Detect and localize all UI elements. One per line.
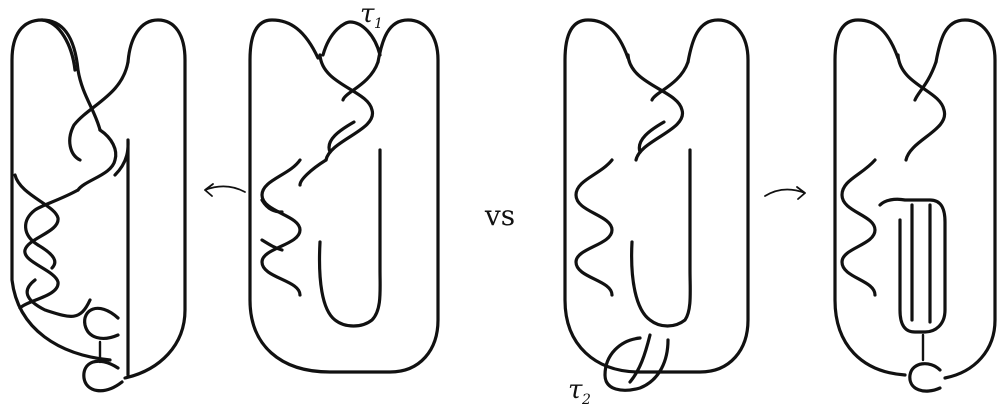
panel-2-outer-u [248,18,440,374]
panel-1-twist-lower-b [25,243,92,318]
tau2-symbol: τ [568,375,583,405]
panel-4-inserted-band [878,197,947,334]
panel-2-twist-lower [260,158,302,297]
panel-1-loop-upper [83,306,120,340]
panel-2 [248,18,440,374]
panel-4-twist-upper-a [896,53,947,162]
panel-4-twist-lower [840,158,877,297]
panel-3 [563,18,750,392]
panel-3-inner-u [630,148,692,328]
panel-1-inner-right [113,138,130,377]
panel-1-loop-lower [82,359,124,393]
panel-2-tau1-arc [321,20,382,57]
panel-1-top-left-lobe [40,18,77,72]
tau1-symbol: τ [360,0,375,29]
panel-1-twist-upper [68,60,130,162]
panel-2-twist-upper-a [318,53,374,162]
panel-4 [833,18,997,393]
panel-3-twist-upper-b [637,60,690,154]
panel-2-inner-u [317,148,382,328]
panel-2-twist-lower-cross [260,158,328,252]
panel-1-twist-upper-cross [76,128,118,192]
arrow-right [764,186,806,200]
panel-1-top-right-lobe [123,18,187,380]
panel-3-twist-upper-a [626,53,684,162]
panel-3-tau2-band-inner [628,333,652,384]
tau2-subscript: 2 [581,392,591,405]
tau1-subscript: 1 [374,16,383,32]
panel-1 [10,18,187,393]
panel-3-outer-u [563,18,750,374]
arrow-left [204,183,246,197]
panel-4-twist-upper-b [913,60,938,102]
panel-2-twist-upper-b [327,60,380,154]
panel-1-twist-lower-a [13,173,60,310]
panel-1-left-upper [24,188,80,247]
panel-1-outer-left-strand [10,18,112,362]
panel-4-outer-u [833,18,997,380]
panel-4-bottom-loop [908,362,942,393]
tau2-label: τ 2 [568,375,591,405]
panel-4-inserted-band-inner [910,203,932,324]
versus-label: vs [484,199,515,232]
panel-3-tau2-band [603,336,670,392]
tau1-label: τ 1 [360,0,383,32]
panel-3-twist-lower [574,158,614,297]
